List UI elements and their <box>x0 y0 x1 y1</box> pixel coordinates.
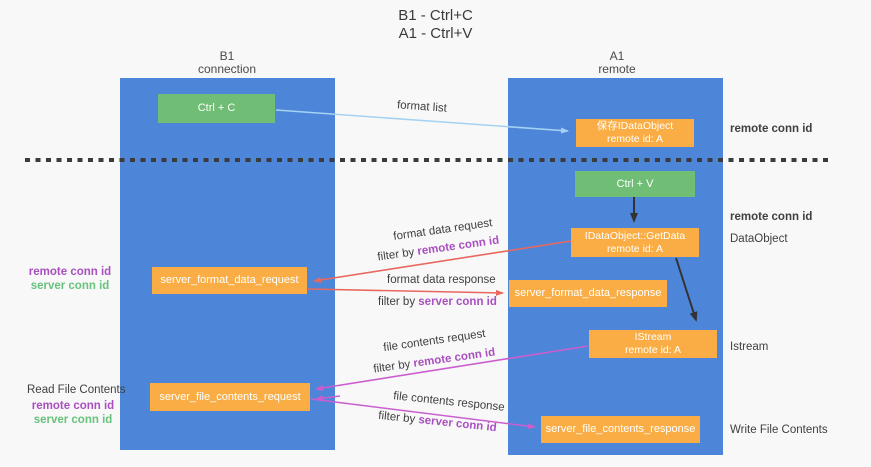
node-istream-label: IStream remote id: A <box>625 331 681 357</box>
node-ctrl-c: Ctrl + C <box>158 94 275 123</box>
remote-conn-id-text: remote conn id <box>31 400 115 412</box>
node-server-format-data-request: server_format_data_request <box>152 267 307 294</box>
server-file-contents-request-label: server_file_contents_request <box>159 390 301 403</box>
read-file-contents-annotation: Read File Contents <box>27 384 126 396</box>
node-save-idataobject-label: 保存IDataObject remote id: A <box>597 120 673 146</box>
save-idataobject-line2: remote id: A <box>606 133 663 145</box>
filter-by-text: filter by <box>372 358 412 376</box>
getdata-line2: remote id: A <box>606 242 663 255</box>
lane-a1-name: A1 <box>609 49 625 63</box>
title-line-1: B1 - Ctrl+C <box>398 7 473 24</box>
lane-a1-subtitle: remote <box>598 62 636 76</box>
remote-conn-id-text: remote conn id <box>412 346 496 370</box>
server-conn-id-text: server conn id <box>33 414 113 426</box>
remote-conn-id-text: remote conn id <box>416 234 500 258</box>
diagram-title: B1 - Ctrl+C A1 - Ctrl+V <box>0 7 871 43</box>
filter-by-text: filter by <box>377 409 416 426</box>
istream-line2: remote id: A <box>624 344 682 356</box>
server-conn-id-text: server conn id <box>417 414 498 435</box>
filter-by-server-conn-id-label-2: filter by server conn id <box>378 410 498 434</box>
lane-b1-name: B1 <box>219 49 235 63</box>
remote-conn-id-annotation-top: remote conn id <box>730 123 813 135</box>
conn-id-pair-annotation-1: remote conn id server conn id <box>25 265 115 293</box>
getdata-line1: IDataObject::GetData <box>584 229 686 242</box>
remote-conn-id-annotation-mid: remote conn id <box>730 211 813 223</box>
node-idataobject-getdata-label: IDataObject::GetData remote id: A <box>585 230 685 256</box>
server-file-contents-response-label: server_file_contents_response <box>545 423 696 435</box>
node-istream: IStream remote id: A <box>589 330 717 358</box>
server-format-data-response-label: server_format_data_response <box>514 287 662 299</box>
istream-annotation: Istream <box>730 341 769 353</box>
node-server-file-contents-response: server_file_contents_response <box>541 416 700 443</box>
conn-id-pair-annotation-2: remote conn id server conn id <box>28 399 118 427</box>
node-ctrl-v: Ctrl + V <box>575 171 695 197</box>
node-server-format-data-response: server_format_data_response <box>509 280 667 307</box>
node-server-file-contents-request: server_file_contents_request <box>150 383 310 411</box>
istream-line1: IStream <box>634 331 672 343</box>
server-format-data-request-label: server_format_data_request <box>160 274 299 286</box>
format-data-response-label: format data response <box>387 274 496 286</box>
machine-boundary-separator <box>25 158 832 162</box>
arrow-format-data-response <box>307 288 504 296</box>
node-ctrl-c-label: Ctrl + C <box>197 102 236 114</box>
file-contents-response-label: file contents response <box>392 390 506 414</box>
lane-header-b1: B1 connection <box>167 50 287 76</box>
lane-b1-subtitle: connection <box>197 62 257 76</box>
dataobject-annotation: DataObject <box>730 233 788 245</box>
remote-conn-id-text: remote conn id <box>28 266 112 278</box>
lane-header-a1: A1 remote <box>557 50 677 76</box>
node-save-idataobject: 保存IDataObject remote id: A <box>576 119 694 147</box>
filter-by-text: filter by <box>378 296 416 308</box>
write-file-contents-annotation: Write File Contents <box>730 424 828 436</box>
filter-by-server-conn-id-label-1: filter by server conn id <box>378 296 497 308</box>
save-idataobject-line1: 保存IDataObject <box>596 120 674 132</box>
title-line-2: A1 - Ctrl+V <box>398 25 473 42</box>
format-list-label: format list <box>396 99 448 115</box>
server-conn-id-text: server conn id <box>30 280 110 292</box>
node-idataobject-getdata: IDataObject::GetData remote id: A <box>571 228 699 257</box>
server-conn-id-text: server conn id <box>418 296 497 308</box>
filter-by-text: filter by <box>376 246 416 264</box>
node-ctrl-v-label: Ctrl + V <box>616 177 654 190</box>
